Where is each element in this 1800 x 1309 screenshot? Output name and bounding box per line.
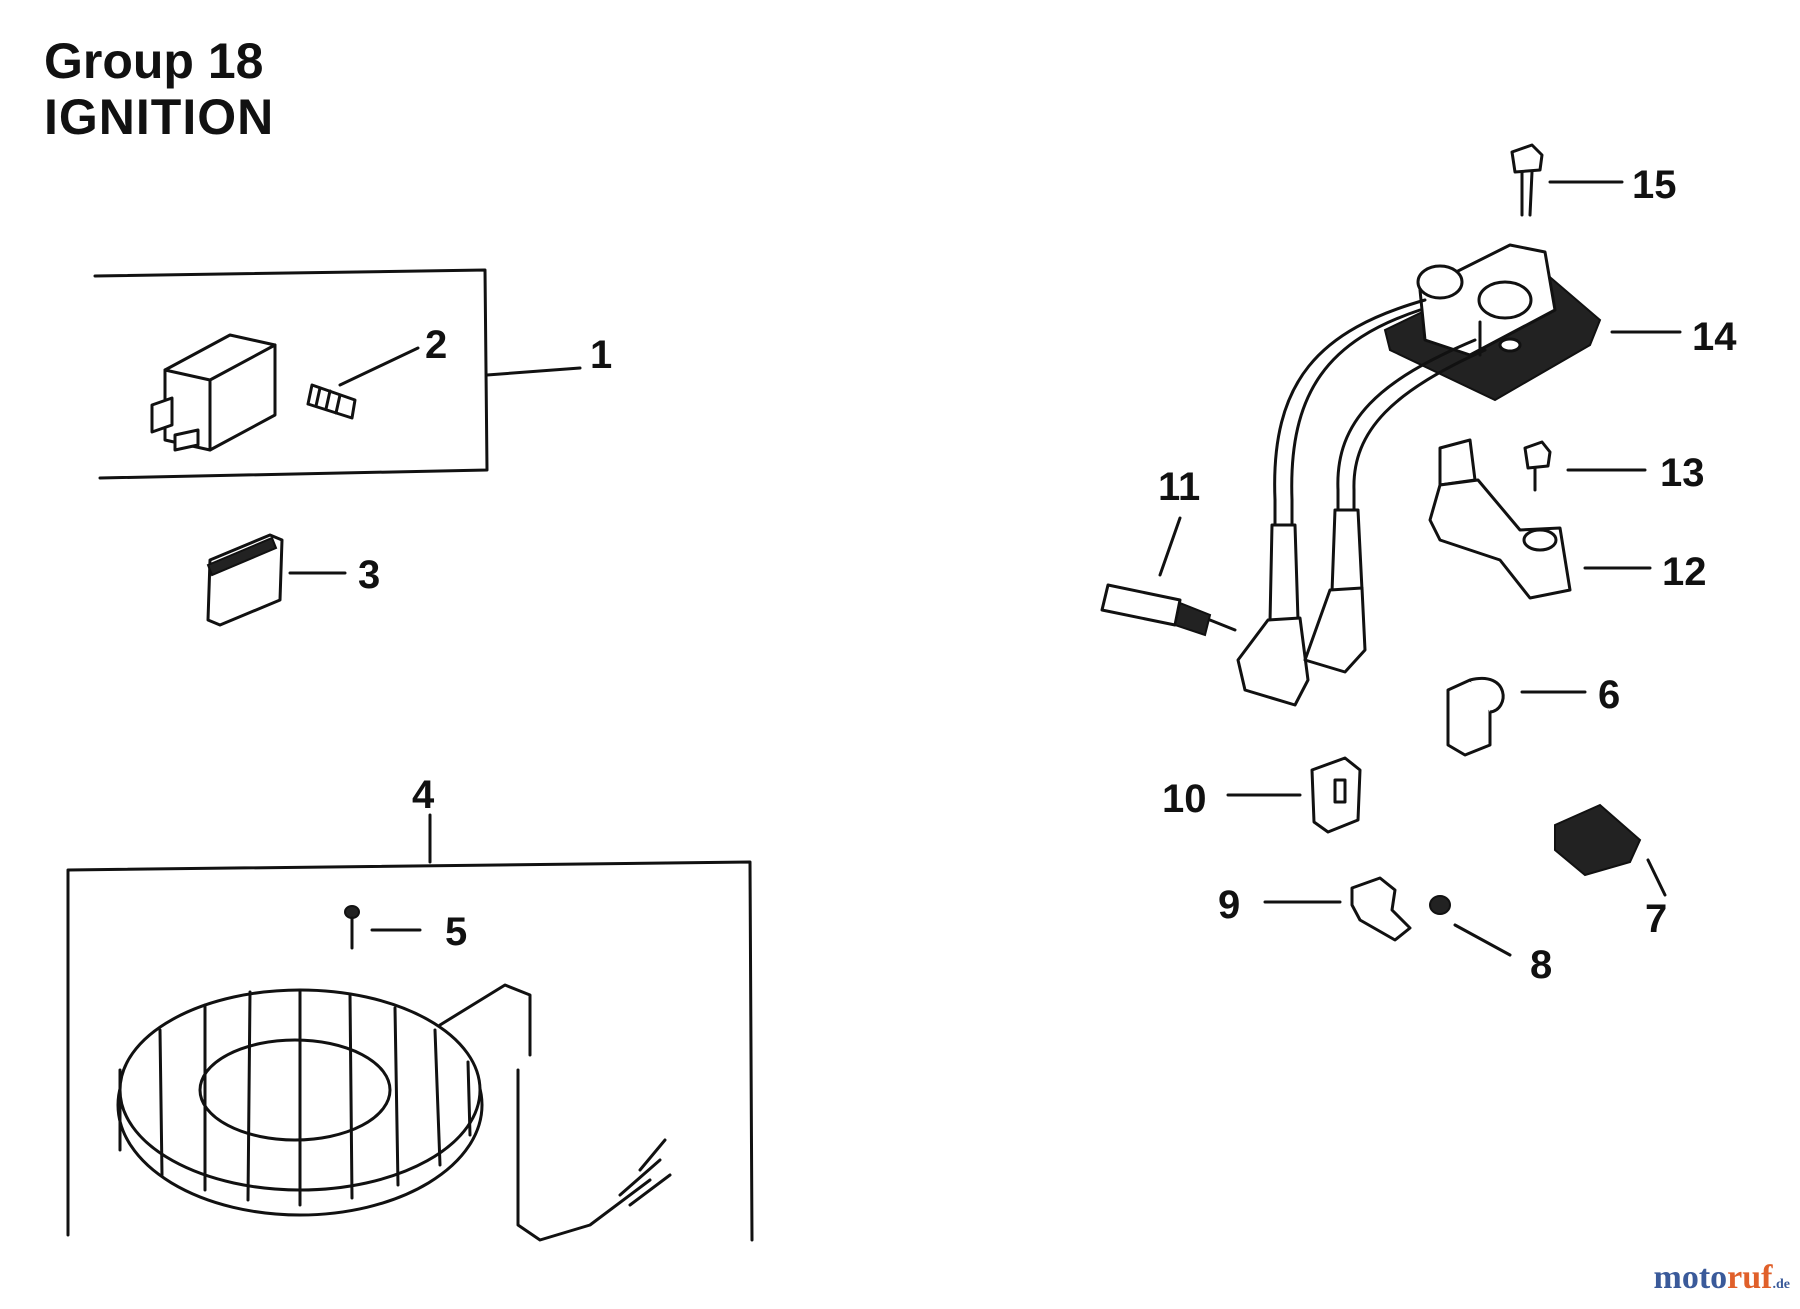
group-title: Group 18	[44, 33, 264, 89]
callout-4: 4	[412, 773, 435, 817]
kit-bracket-4	[66, 813, 754, 1242]
connector-10-drawing	[1226, 756, 1362, 834]
packet-3-drawing	[206, 533, 347, 627]
callout-7: 7	[1645, 897, 1667, 941]
callout-3: 3	[358, 553, 380, 597]
callout-11: 11	[1158, 465, 1200, 509]
callout-12: 12	[1662, 550, 1707, 594]
callout-8: 8	[1530, 943, 1552, 987]
callout-6: 6	[1598, 673, 1620, 717]
section-title: IGNITION	[44, 89, 275, 145]
ignition-coil-14-drawing	[1383, 243, 1682, 402]
callout-14: 14	[1692, 315, 1737, 359]
kit-bracket-1	[93, 268, 582, 480]
callout-13: 13	[1660, 451, 1705, 495]
ht-leads-drawing	[1236, 298, 1487, 707]
spark-plug-11-drawing	[1100, 516, 1237, 637]
ignition-module-drawing	[150, 333, 277, 452]
stator-drawing	[116, 983, 672, 1242]
clip-6-drawing	[1446, 676, 1587, 757]
callout-9: 9	[1218, 883, 1240, 927]
screw-8-drawing	[1429, 895, 1512, 957]
callout-5: 5	[445, 910, 467, 954]
clamp-9-drawing	[1263, 876, 1412, 942]
callout-15: 15	[1632, 163, 1677, 207]
callout-2: 2	[425, 323, 447, 367]
callout-1: 1	[590, 333, 612, 377]
bolt-15-drawing	[1510, 143, 1624, 217]
screw-5-drawing	[344, 905, 422, 950]
watermark-logo: motoruf.de	[1653, 1259, 1790, 1296]
screw-13-drawing	[1523, 440, 1647, 492]
screw-2-drawing	[306, 346, 420, 420]
grommet-7-drawing	[1554, 803, 1667, 897]
callout-10: 10	[1162, 777, 1207, 821]
bracket-12-drawing	[1428, 438, 1652, 600]
